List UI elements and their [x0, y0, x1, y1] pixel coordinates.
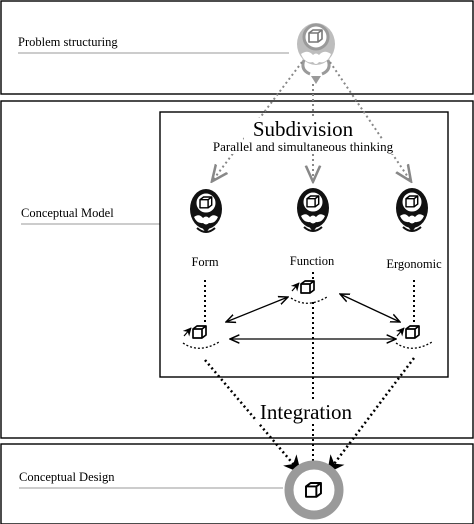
- subdivision-subtitle: Parallel and simultaneous thinking: [213, 139, 394, 154]
- integrated-design-icon: [284, 460, 344, 520]
- function-cube-icon: [290, 280, 328, 304]
- ergonomic-cube-icon: [395, 325, 433, 349]
- integration-arrow-ergonomic: [326, 357, 415, 474]
- arrow-function-ergonomic: [340, 294, 400, 322]
- conceptual-design-band: [0, 443, 474, 524]
- aspect-label-form: Form: [191, 255, 218, 269]
- aspect-label-ergonomic: Ergonomic: [386, 257, 442, 271]
- subdivision-title: Subdivision: [253, 117, 354, 141]
- aspect-dotted-lines: [204, 272, 415, 470]
- integration-label: Integration: [260, 400, 353, 424]
- aspect-label-function: Function: [290, 254, 335, 268]
- function-thinker-icon: [296, 187, 330, 233]
- stage-label-problem-structuring: Problem structuring: [18, 35, 118, 49]
- conceptual-model-band: [0, 100, 474, 439]
- problem-structuring-band: [0, 0, 474, 95]
- interaction-arrows: [226, 294, 400, 339]
- subdivision-box: [159, 111, 449, 378]
- form-thinker-icon: [189, 188, 223, 234]
- subdivision-arrows: [213, 61, 410, 180]
- arrow-form-function: [226, 297, 288, 322]
- stage-label-conceptual-model: Conceptual Model: [21, 206, 114, 220]
- ergonomic-thinker-icon: [395, 187, 429, 233]
- stage-label-conceptual-design: Conceptual Design: [19, 470, 115, 484]
- form-cube-icon: [182, 325, 220, 349]
- arrow-to-ergonomic: [329, 61, 410, 180]
- integration-arrows: [204, 357, 415, 474]
- problem-thinker-icon: [297, 23, 335, 84]
